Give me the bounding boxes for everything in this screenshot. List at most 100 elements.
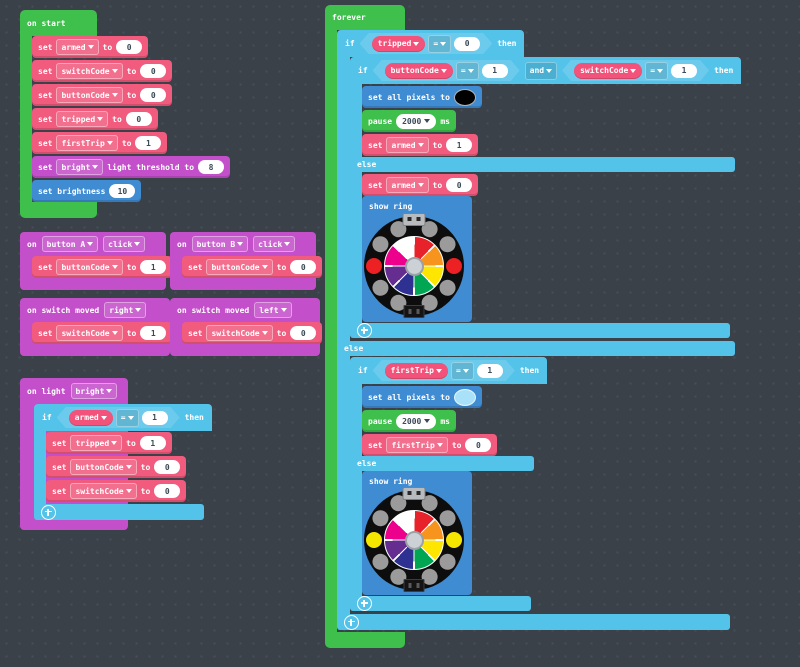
- set-variable-block[interactable]: set firstTrip to 0: [362, 434, 498, 456]
- number-value[interactable]: 0: [154, 460, 181, 474]
- variable-dropdown[interactable]: armed: [56, 39, 99, 55]
- number-value[interactable]: 1: [142, 411, 168, 425]
- operator-dropdown[interactable]: =: [428, 35, 451, 53]
- pause-duration-dropdown[interactable]: 2000: [396, 413, 437, 429]
- set-variable-block[interactable]: set armed to 0: [362, 174, 479, 196]
- color-swatch[interactable]: [453, 388, 476, 406]
- number-value[interactable]: 1: [482, 64, 508, 78]
- number-value[interactable]: 1: [135, 136, 162, 150]
- variable-dropdown[interactable]: switchCode: [206, 325, 273, 341]
- if-firsttrip-spine[interactable]: [350, 384, 362, 596]
- set-variable-block[interactable]: set switchCode to 0: [182, 322, 323, 344]
- set-variable-block[interactable]: set tripped to 1: [46, 432, 172, 454]
- set-variable-block[interactable]: set firstTrip to 1: [32, 132, 168, 154]
- led[interactable]: [446, 258, 462, 274]
- number-value[interactable]: 0: [154, 484, 181, 498]
- if-block-foot[interactable]: [34, 504, 204, 520]
- and-dropdown[interactable]: and: [524, 61, 558, 80]
- variable-dropdown[interactable]: tripped: [56, 111, 109, 127]
- pause-duration-dropdown[interactable]: 2000: [396, 113, 437, 129]
- led[interactable]: [366, 258, 382, 274]
- variable-dropdown[interactable]: buttonCode: [206, 259, 273, 275]
- number-value[interactable]: 10: [109, 184, 136, 198]
- condition-slot[interactable]: firstTrip = 1: [373, 360, 515, 381]
- if-block-spine[interactable]: [34, 431, 46, 504]
- condition-slot[interactable]: tripped = 0: [360, 33, 493, 54]
- else-bar[interactable]: else: [350, 456, 534, 471]
- number-value[interactable]: 0: [290, 260, 317, 274]
- forever-block[interactable]: [325, 5, 405, 30]
- if-codes-header[interactable]: if buttonCode = 1 and switchCode = 1 the…: [350, 57, 742, 84]
- number-value[interactable]: 1: [140, 260, 167, 274]
- number-value[interactable]: 0: [140, 88, 167, 102]
- operator-dropdown[interactable]: =: [116, 409, 139, 427]
- operator-dropdown[interactable]: =: [451, 362, 474, 380]
- if-tripped-spine[interactable]: [337, 57, 350, 614]
- variable-dropdown[interactable]: buttonCode: [70, 459, 137, 475]
- number-value[interactable]: 0: [290, 326, 317, 340]
- threshold-dropdown[interactable]: bright: [56, 159, 104, 175]
- variable-dropdown[interactable]: buttonCode: [56, 259, 123, 275]
- if-tripped-header[interactable]: if tripped = 0 then: [337, 30, 525, 57]
- else-bar[interactable]: else: [337, 341, 735, 356]
- number-value[interactable]: 1: [140, 326, 167, 340]
- set-variable-block[interactable]: set tripped to 0: [32, 108, 158, 130]
- number-value[interactable]: 0: [465, 438, 492, 452]
- variable-dropdown[interactable]: switchCode: [56, 63, 123, 79]
- number-value[interactable]: 0: [454, 37, 480, 51]
- color-swatch[interactable]: [453, 88, 476, 106]
- condition-slot[interactable]: switchCode = 1: [562, 60, 709, 81]
- set-brightness-block[interactable]: set brightness 10: [32, 180, 142, 202]
- button-dropdown[interactable]: button B: [191, 236, 249, 252]
- on-start-block[interactable]: [20, 10, 97, 36]
- if-tripped-foot[interactable]: [337, 614, 730, 630]
- operator-dropdown[interactable]: =: [645, 62, 668, 80]
- set-all-pixels-block[interactable]: set all pixels to: [362, 386, 482, 408]
- forever-spine[interactable]: [325, 30, 337, 632]
- plus-icon[interactable]: [357, 596, 372, 611]
- set-variable-block[interactable]: set switchCode to 0: [32, 60, 173, 82]
- variable-dropdown[interactable]: switchCode: [56, 325, 123, 341]
- set-variable-block[interactable]: set buttonCode to 1: [32, 256, 173, 278]
- number-value[interactable]: 0: [125, 112, 152, 126]
- variable-pill[interactable]: firstTrip: [385, 363, 448, 379]
- variable-dropdown[interactable]: buttonCode: [56, 87, 123, 103]
- number-value[interactable]: 0: [446, 178, 473, 192]
- plus-icon[interactable]: [357, 323, 372, 338]
- variable-pill[interactable]: switchCode: [574, 63, 642, 79]
- set-light-threshold-block[interactable]: set bright light threshold to 8: [32, 156, 231, 178]
- number-value[interactable]: 0: [140, 64, 167, 78]
- variable-pill[interactable]: tripped: [372, 36, 426, 52]
- variable-pill[interactable]: armed: [69, 410, 113, 426]
- number-value[interactable]: 1: [671, 64, 697, 78]
- forever-foot[interactable]: [325, 632, 405, 648]
- led[interactable]: [366, 532, 382, 548]
- set-variable-block[interactable]: set armed to 1: [362, 134, 479, 156]
- set-variable-block[interactable]: set armed to 0: [32, 36, 149, 58]
- light-level-dropdown[interactable]: bright: [70, 383, 118, 399]
- number-value[interactable]: 0: [116, 40, 143, 54]
- set-variable-block[interactable]: set buttonCode to 0: [46, 456, 187, 478]
- if-codes-foot[interactable]: [350, 323, 730, 338]
- set-variable-block[interactable]: set switchCode to 0: [46, 480, 187, 502]
- set-variable-block[interactable]: set switchCode to 1: [32, 322, 173, 344]
- variable-dropdown[interactable]: firstTrip: [56, 135, 118, 151]
- number-value[interactable]: 8: [198, 160, 225, 174]
- neopixel-ring-image[interactable]: [364, 487, 464, 592]
- plus-icon[interactable]: [344, 614, 359, 630]
- number-value[interactable]: 1: [477, 364, 503, 378]
- pause-block[interactable]: pause 2000 ms: [362, 410, 456, 432]
- condition-slot[interactable]: buttonCode = 1: [373, 60, 520, 81]
- number-value[interactable]: 1: [139, 436, 166, 450]
- if-block-header[interactable]: if armed = 1 then: [34, 404, 212, 431]
- pause-block[interactable]: pause 2000 ms: [362, 110, 456, 132]
- button-dropdown[interactable]: button A: [41, 236, 99, 252]
- condition-slot[interactable]: armed = 1: [57, 407, 180, 428]
- variable-dropdown[interactable]: armed: [386, 137, 429, 153]
- if-firsttrip-header[interactable]: if firstTrip = 1 then: [350, 357, 548, 384]
- else-bar[interactable]: else: [350, 157, 735, 172]
- operator-dropdown[interactable]: =: [456, 62, 479, 80]
- variable-dropdown[interactable]: firstTrip: [386, 437, 448, 453]
- variable-dropdown[interactable]: tripped: [70, 435, 123, 451]
